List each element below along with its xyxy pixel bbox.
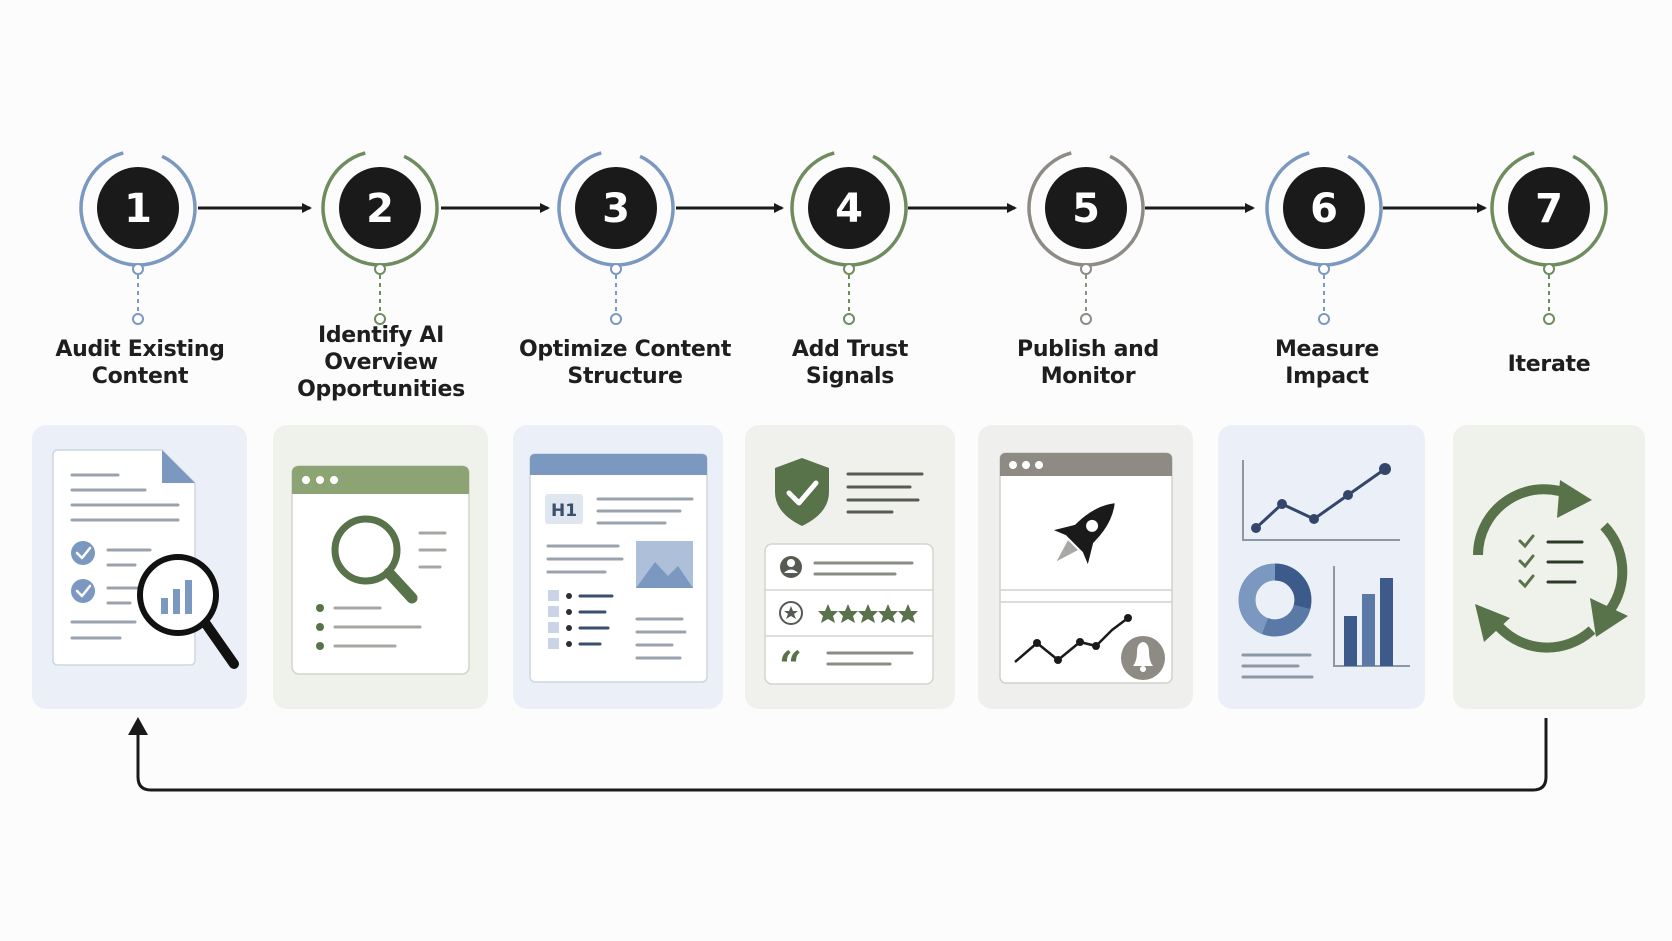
step-label-7-line-1: Iterate [1507,352,1591,377]
step-4-node: 4 [790,151,908,325]
document-magnifier-icon [52,449,239,669]
magnifier-icon [331,515,401,585]
step-3-ring [557,151,675,267]
step-label-2-line-1: Identify AI [317,323,445,348]
step-1-number: 1 [124,186,152,232]
step-6-ring [1265,151,1383,267]
step-label-4-line-2: Signals [805,364,895,389]
step-label-6: Measure Impact [1212,336,1442,390]
step-3-stem-top [610,263,622,275]
iteration-loop-arrow [128,717,1548,792]
step-7-circle [1508,167,1590,249]
step-2-ring [321,151,439,267]
analytics-charts-icon [1238,460,1410,679]
step-4-number: 4 [835,186,863,232]
step-label-1-line-1: Audit Existing [55,337,225,362]
step-1-stem-bottom [132,313,144,325]
step-label-7: Iterate [1434,351,1664,378]
step-5-stem-bottom [1080,313,1092,325]
heading-tag-text: H1 [551,501,577,521]
step-3-circle [575,167,657,249]
step-label-1-line-2: Content [91,364,189,389]
step-6-circle [1283,167,1365,249]
step-7-stem-bottom [1543,313,1555,325]
step-5-stem-top [1080,263,1092,275]
step-label-4: Add Trust Signals [735,336,965,390]
step-5-ring [1027,151,1145,267]
step-circles: 1 2 3 4 5 6 7 [79,151,1608,325]
quote-icon: “ [779,643,802,690]
step-6-node: 6 [1265,151,1383,325]
step-5-number: 5 [1072,186,1100,232]
step-7-number: 7 [1535,186,1563,232]
step-label-2-line-2: Overview [324,350,438,375]
check-icon [71,579,95,603]
step-label-3: Optimize Content Structure [505,336,745,390]
step-2-node: 2 [321,151,439,325]
step-1-circle [97,167,179,249]
step-6-stem-top [1318,263,1330,275]
step-label-5-line-2: Monitor [1040,364,1136,389]
step-label-4-line-1: Add Trust [791,337,909,362]
step-4-ring [790,151,908,267]
card-7 [1453,425,1645,709]
step-7-stem-top [1543,263,1555,275]
step-3-number: 3 [602,186,630,232]
step-5-node: 5 [1027,151,1145,325]
step-2-number: 2 [366,186,394,232]
checklist-icon [1518,534,1535,589]
check-icon [71,541,95,565]
checklist-icon [548,590,614,649]
step-1-ring [79,151,197,267]
step-2-circle [339,167,421,249]
step-label-2: Identify AI Overview Opportunities [266,322,496,403]
step-6-number: 6 [1310,186,1338,232]
donut-chart-icon [1238,563,1312,637]
award-badge-icon [779,601,803,625]
shield-icon [775,458,829,526]
star-rating-icon [818,604,918,623]
step-label-6-line-2: Impact [1285,364,1369,389]
iterate-cycle-icon [1473,480,1628,653]
step-5-circle [1045,167,1127,249]
browser-search-icon [291,465,470,675]
bar-chart-icon [1344,578,1393,666]
step-label-3-line-2: Structure [567,364,683,389]
rocket-launch-icon [999,452,1173,684]
step-4-circle [808,167,890,249]
step-label-3-line-1: Optimize Content [518,337,732,362]
step-label-6-line-1: Measure [1274,337,1380,362]
step-label-5: Publish and Monitor [973,336,1203,390]
step-7-node: 7 [1490,151,1608,325]
step-1-node: 1 [79,151,197,325]
trust-signals-icon: “ [764,458,934,690]
step-4-stem-bottom [843,313,855,325]
step-2-stem-top [374,263,386,275]
step-6-stem-bottom [1318,313,1330,325]
step-3-node: 3 [557,151,675,325]
step-4-stem-top [843,263,855,275]
step-label-5-line-1: Publish and [1017,337,1159,362]
step-label-1: Audit Existing Content [25,336,255,390]
page-structure-icon: H1 [529,453,708,683]
step-7-ring [1490,151,1608,267]
step-1-stem-top [132,263,144,275]
step-3-stem-bottom [610,313,622,325]
step-label-2-line-3: Opportunities [297,377,465,402]
step-2-stem-bottom [374,313,386,325]
